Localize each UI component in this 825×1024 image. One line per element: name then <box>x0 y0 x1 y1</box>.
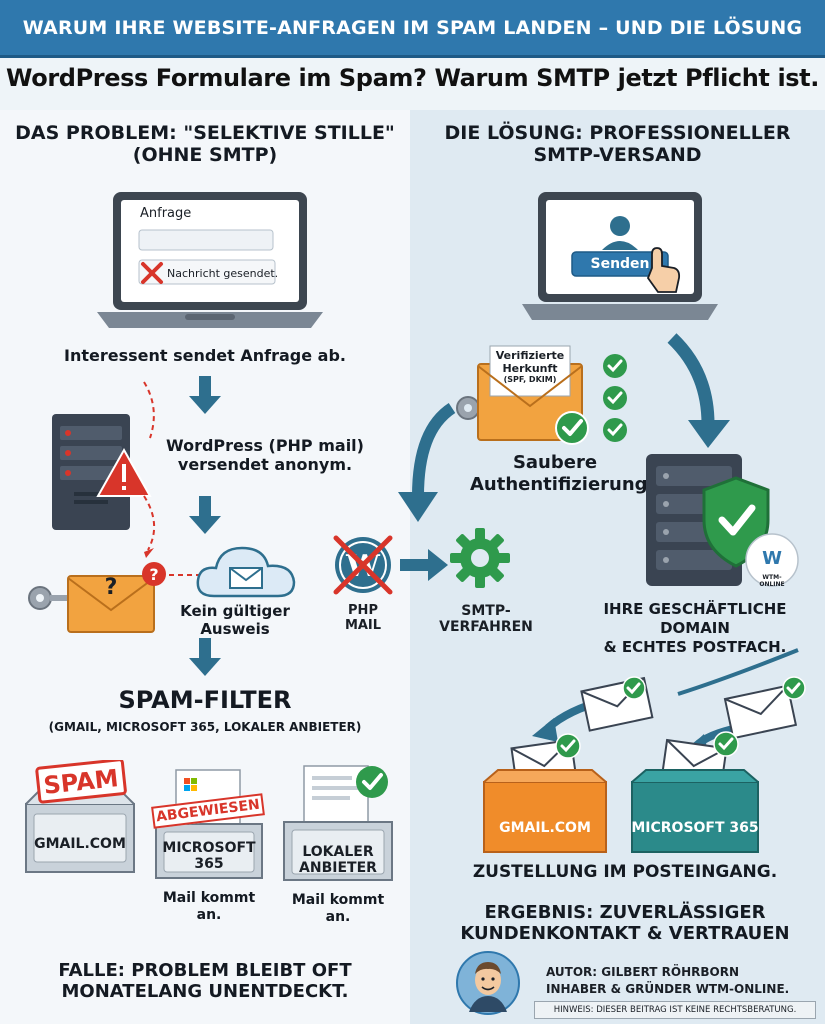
verified-envelope-illustration <box>456 345 589 445</box>
problem-heading: DAS PROBLEM: "SELEKTIVE STILLE" (OHNE SM… <box>0 122 410 167</box>
php-mail-label: PHP MAIL <box>344 603 382 633</box>
check-circle-icon <box>555 733 581 759</box>
laptop-send-illustration <box>522 192 718 320</box>
microsoft-rejected-tray <box>155 769 263 879</box>
tray-local-line2: ANBIETER <box>299 860 377 877</box>
gmail-inbox-tray <box>483 733 607 853</box>
microsoft-logo-icon <box>184 778 197 791</box>
auth-line2: Authentifizierung <box>470 473 648 495</box>
microsoft-inbox-tray <box>631 731 759 853</box>
result-line2: KUNDENKONTAKT & VERTRAUEN <box>460 923 790 945</box>
author-line1: AUTOR: GILBERT RÖHRBORN <box>546 965 739 979</box>
trap-line1: FALLE: PROBLEM BLEIBT OFT <box>58 960 352 981</box>
check-circle-icon <box>356 766 388 798</box>
inbox-microsoft-label: MICROSOFT 365 <box>631 820 759 836</box>
form-sent-text: Nachricht gesendet. <box>167 267 279 280</box>
tray-microsoft-line2: 365 <box>194 856 224 873</box>
author-info: AUTOR: GILBERT RÖHRBORN INHABER & GRÜNDE… <box>546 964 816 998</box>
inbox-delivery: ZUSTELLUNG IM POSTEINGANG. <box>472 862 778 882</box>
problem-heading-line1: DAS PROBLEM: "SELEKTIVE STILLE" <box>15 122 395 144</box>
no-valid-id: Kein gültiger Ausweis <box>180 602 290 638</box>
curved-arrow-icon <box>398 402 456 522</box>
result-line1: ERGEBNIS: ZUVERLÄSSIGER <box>484 902 766 923</box>
domain-line2: & ECHTES POSTFACH. <box>603 637 787 656</box>
question-badge-icon: ? <box>142 562 166 586</box>
disclaimer: HINWEIS: DIESER BEITRAG IST KEINE RECHTS… <box>534 1001 816 1019</box>
domain-line1: IHRE GESCHÄFTLICHE DOMAIN <box>603 600 787 637</box>
tray-local-line1: LOKALER <box>302 844 374 860</box>
wtm-logo-icon: W <box>745 533 799 587</box>
envelope-question-illustration: ? ? <box>28 562 166 633</box>
trap-note: FALLE: PROBLEM BLEIBT OFT MONATELANG UNE… <box>0 960 410 1002</box>
tray-local-label: LOKALER ANBIETER <box>278 844 398 876</box>
gmail-spam-tray <box>25 760 135 873</box>
step2-line2: versendet anonym. <box>177 455 353 475</box>
red-x-icon <box>141 262 163 284</box>
check-circle-icon <box>713 731 739 757</box>
tray-microsoft-line1: MICROSOFT <box>162 840 256 856</box>
curved-arrow-icon <box>667 333 730 448</box>
right-arrow-icon <box>400 549 448 581</box>
checklist-icon <box>603 354 627 442</box>
microsoft-caption: Mail kommt an. <box>162 890 256 923</box>
hand-cursor-icon <box>646 247 681 293</box>
inbox-gmail-label: GMAIL.COM <box>499 820 591 836</box>
svg-text:?: ? <box>105 575 118 600</box>
local-caption: Mail kommt an. <box>291 892 385 925</box>
local-provider-tray <box>283 765 393 881</box>
envelope-icon <box>723 684 798 740</box>
step-send-request: Interessent sendet Anfrage ab. <box>63 346 346 365</box>
page-subtitle: WordPress Formulare im Spam? Warum SMTP … <box>6 64 819 92</box>
wtm-logo-text: WTM-ONLINE <box>759 574 785 588</box>
solution-heading-line2: SMTP-VERSAND <box>533 144 702 167</box>
server-warning-illustration <box>52 414 152 530</box>
check-circle-icon <box>782 676 806 700</box>
smtp-label: SMTP-VERFAHREN <box>439 603 533 635</box>
svg-text:W: W <box>762 548 782 569</box>
solution-heading-line1: DIE LÖSUNG: PROFESSIONELLER <box>444 122 791 144</box>
verified-line1: Verifizierte <box>495 349 565 362</box>
secure-server-illustration: W <box>646 454 799 587</box>
solution-heading: DIE LÖSUNG: PROFESSIONELLER SMTP-VERSAND <box>410 122 825 167</box>
flying-envelopes-illustration <box>532 648 806 752</box>
clean-auth-label: Saubere Authentifizierung <box>470 452 648 495</box>
wordpress-crossed-icon: W <box>333 535 393 595</box>
author-avatar <box>456 951 520 1015</box>
result-label: ERGEBNIS: ZUVERLÄSSIGER KUNDENKONTAKT & … <box>440 902 810 944</box>
author-line2: INHABER & GRÜNDER WTM-ONLINE. <box>546 981 790 996</box>
spam-filter-title: SPAM-FILTER <box>118 686 292 714</box>
key-icon <box>28 586 80 610</box>
dashed-link <box>160 574 200 576</box>
trap-line2: MONATELANG UNENTDECKT. <box>61 981 349 1003</box>
check-circle-icon <box>622 676 646 700</box>
verified-line2: Herkunft <box>502 361 558 375</box>
user-avatar-icon <box>602 216 638 250</box>
dashed-connector <box>143 381 155 558</box>
down-arrow-icon <box>189 376 221 414</box>
warning-icon <box>96 447 152 497</box>
cloud-mail-icon <box>196 546 296 598</box>
verified-origin-label: Verifizierte Herkunft (SPF, DKIM) <box>490 349 570 385</box>
verified-line3: (SPF, DKIM) <box>503 375 557 385</box>
send-button[interactable]: Senden <box>590 256 650 272</box>
auth-line1: Saubere <box>512 452 598 473</box>
banner-title: WARUM IHRE WEBSITE-ANFRAGEN IM SPAM LAND… <box>0 0 825 58</box>
step-wordpress-anonymous: WordPress (PHP mail) versendet anonym. <box>160 436 370 474</box>
down-arrow-icon <box>189 496 221 534</box>
svg-text:?: ? <box>149 565 158 584</box>
laptop-form-illustration <box>97 192 323 328</box>
spam-filter-subtitle: (GMAIL, MICROSOFT 365, LOKALER ANBIETER) <box>48 720 362 734</box>
tray-microsoft-label: MICROSOFT 365 <box>150 840 268 872</box>
gear-icon <box>450 528 510 588</box>
form-title: Anfrage <box>140 206 192 221</box>
tray-gmail-label: GMAIL.COM <box>34 836 126 852</box>
check-circle-icon <box>555 411 589 445</box>
step2-line1: WordPress (PHP mail) <box>166 436 364 455</box>
down-arrow-icon <box>189 638 221 676</box>
business-domain-label: IHRE GESCHÄFTLICHE DOMAIN & ECHTES POSTF… <box>570 600 820 656</box>
problem-heading-line2: (OHNE SMTP) <box>132 144 278 167</box>
